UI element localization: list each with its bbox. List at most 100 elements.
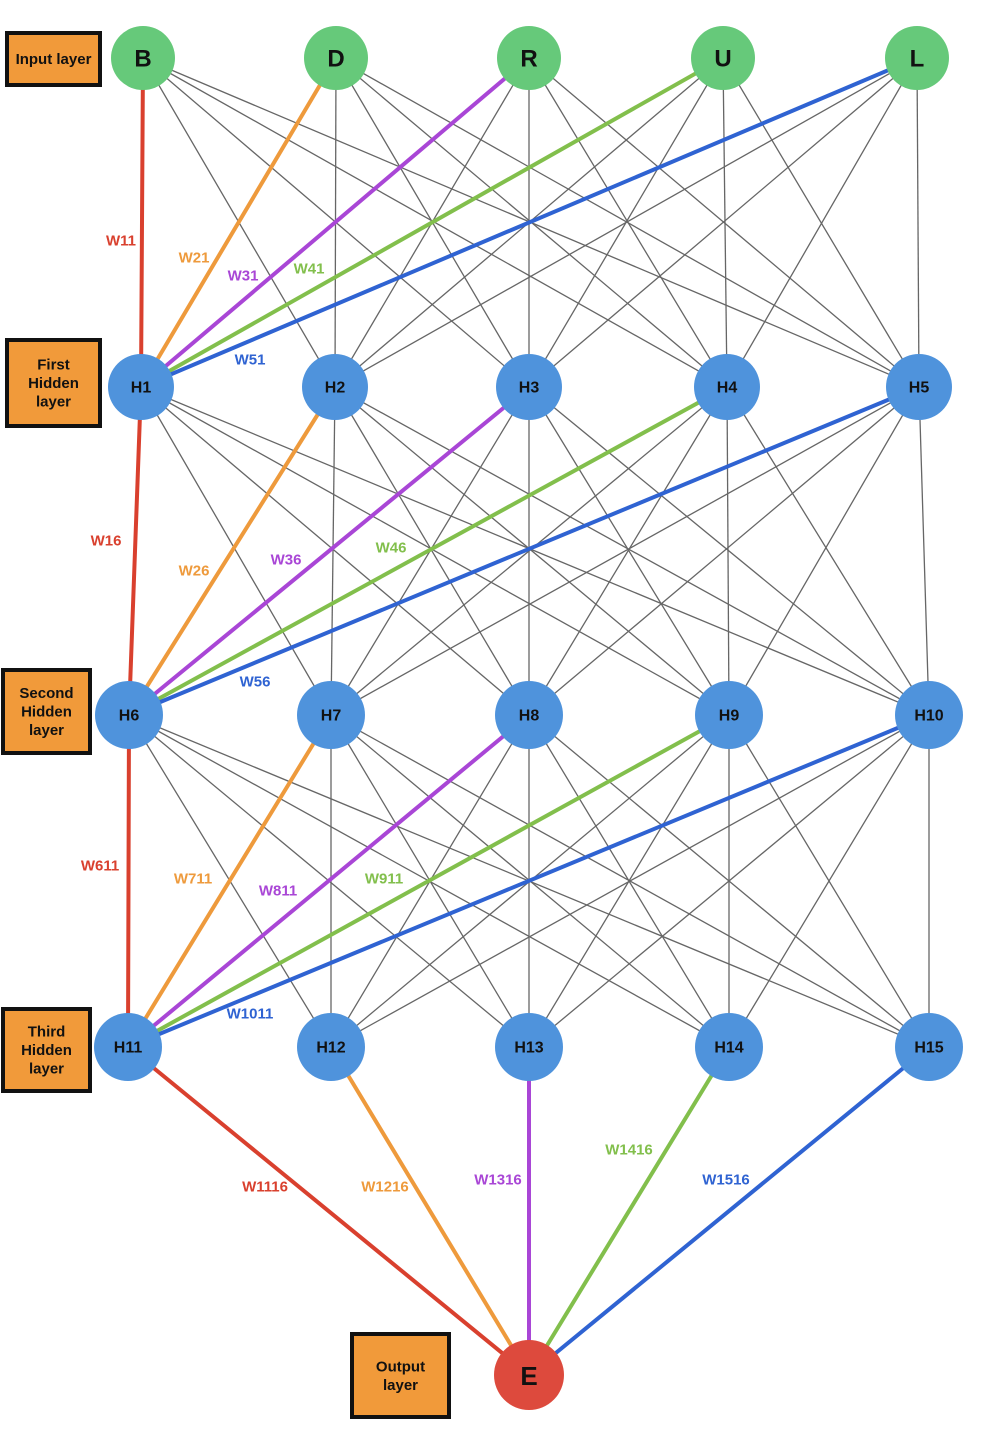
layer-label-line: Input layer xyxy=(16,51,92,68)
node-label: E xyxy=(520,1361,537,1391)
edge-H3-H9 xyxy=(528,386,730,716)
highlighted-edge-R-H1 xyxy=(139,56,531,389)
layer-label-line: Output xyxy=(376,1358,425,1375)
edge-U-H5 xyxy=(722,57,920,388)
edge-L-H2 xyxy=(334,57,918,388)
weight-label: W1416 xyxy=(605,1142,653,1159)
node-H13: H13 xyxy=(495,1013,563,1081)
edge-H5-H10 xyxy=(918,386,930,716)
node-H9: H9 xyxy=(695,681,763,749)
node-H14: H14 xyxy=(695,1013,763,1081)
node-label: D xyxy=(327,46,344,73)
node-label: H14 xyxy=(714,1040,743,1057)
node-B: B xyxy=(111,26,175,90)
weight-label: W11 xyxy=(106,233,136,250)
highlighted-edge-H9-H11 xyxy=(126,713,731,1049)
node-H11: H11 xyxy=(94,1013,162,1081)
node-label: H7 xyxy=(321,708,342,725)
node-D: D xyxy=(304,26,368,90)
edge-H5-H8 xyxy=(528,386,920,716)
node-label: H6 xyxy=(119,708,140,725)
highlighted-edge-H14-E xyxy=(527,1045,731,1377)
node-label: H5 xyxy=(909,380,930,397)
highlighted-edge-H5-H6 xyxy=(127,385,921,717)
node-H4: H4 xyxy=(694,354,760,420)
node-label: H3 xyxy=(519,380,540,397)
layer-label-line: First xyxy=(37,357,70,374)
node-H7: H7 xyxy=(297,681,365,749)
node-label: L xyxy=(910,46,925,73)
edge-H10-H14 xyxy=(728,714,930,1048)
highlighted-edge-H2-H6 xyxy=(127,385,337,717)
edge-H10-H13 xyxy=(528,714,930,1048)
node-label: H1 xyxy=(131,380,152,397)
weight-label: W1216 xyxy=(361,1179,409,1196)
layer-label-output: Output layer xyxy=(350,1332,451,1419)
highlighted-edge-H10-H11 xyxy=(126,713,931,1049)
edge-H10-H12 xyxy=(330,714,930,1048)
edge-H5-H9 xyxy=(728,386,920,716)
weight-label: W1011 xyxy=(227,1006,274,1023)
highlighted-edge-H4-H6 xyxy=(127,385,729,717)
highlighted-edge-H12-E xyxy=(329,1045,531,1377)
edge-H1-H7 xyxy=(140,386,332,716)
highlighted-edges xyxy=(126,56,931,1377)
edge-H1-H8 xyxy=(140,386,530,716)
weight-label: W1316 xyxy=(474,1172,522,1189)
edge-H2-H7 xyxy=(330,386,336,716)
node-label: U xyxy=(714,46,731,73)
layer-label-line: Hidden xyxy=(21,704,72,721)
weight-label: W21 xyxy=(179,250,210,267)
weight-label: W36 xyxy=(271,552,302,569)
layer-label-line: layer xyxy=(383,1377,418,1394)
edge-H5-H7 xyxy=(330,386,920,716)
edge-U-H4 xyxy=(722,57,728,388)
node-R: R xyxy=(497,26,561,90)
weight-label: W711 xyxy=(174,871,212,888)
edge-H4-H9 xyxy=(726,386,730,716)
edge-L-H3 xyxy=(528,57,918,388)
edge-H3-H10 xyxy=(528,386,930,716)
layer-label-line: layer xyxy=(29,1061,64,1078)
node-label: H4 xyxy=(717,380,738,397)
node-label: H11 xyxy=(114,1040,143,1057)
node-H1: H1 xyxy=(108,354,174,420)
weight-label: W51 xyxy=(235,352,266,369)
edge-H4-H8 xyxy=(528,386,728,716)
weight-label: W911 xyxy=(365,871,403,888)
weight-label: W46 xyxy=(376,540,407,557)
edge-H4-H10 xyxy=(726,386,930,716)
highlighted-edge-H1-H6 xyxy=(127,385,143,717)
highlighted-edge-H8-H11 xyxy=(126,713,531,1049)
node-H6: H6 xyxy=(95,681,163,749)
highlighted-edge-H15-E xyxy=(527,1045,931,1377)
layer-label-line: Third xyxy=(28,1024,66,1041)
highlighted-edge-H3-H6 xyxy=(127,385,531,717)
node-U: U xyxy=(691,26,755,90)
weight-label: W56 xyxy=(240,674,271,691)
weight-label: W1516 xyxy=(702,1172,750,1189)
node-H15: H15 xyxy=(895,1013,963,1081)
node-label: H15 xyxy=(914,1040,943,1057)
highlighted-edge-U-H1 xyxy=(139,56,725,389)
edge-L-H5 xyxy=(916,57,920,388)
edge-H2-H10 xyxy=(334,386,930,716)
weight-label: W41 xyxy=(294,261,325,278)
layer-label-line: Second xyxy=(19,685,73,702)
weight-label: W16 xyxy=(91,533,122,550)
edge-H1-H9 xyxy=(140,386,730,716)
highlighted-edge-H11-E xyxy=(126,1045,531,1377)
node-label: H8 xyxy=(519,708,540,725)
highlighted-edge-L-H1 xyxy=(139,56,919,389)
weight-label: W31 xyxy=(228,268,259,285)
edge-H1-H10 xyxy=(140,386,930,716)
layer-label-line: layer xyxy=(29,722,64,739)
layer-label-line: layer xyxy=(36,394,71,411)
layer-label-line: Hidden xyxy=(28,375,79,392)
